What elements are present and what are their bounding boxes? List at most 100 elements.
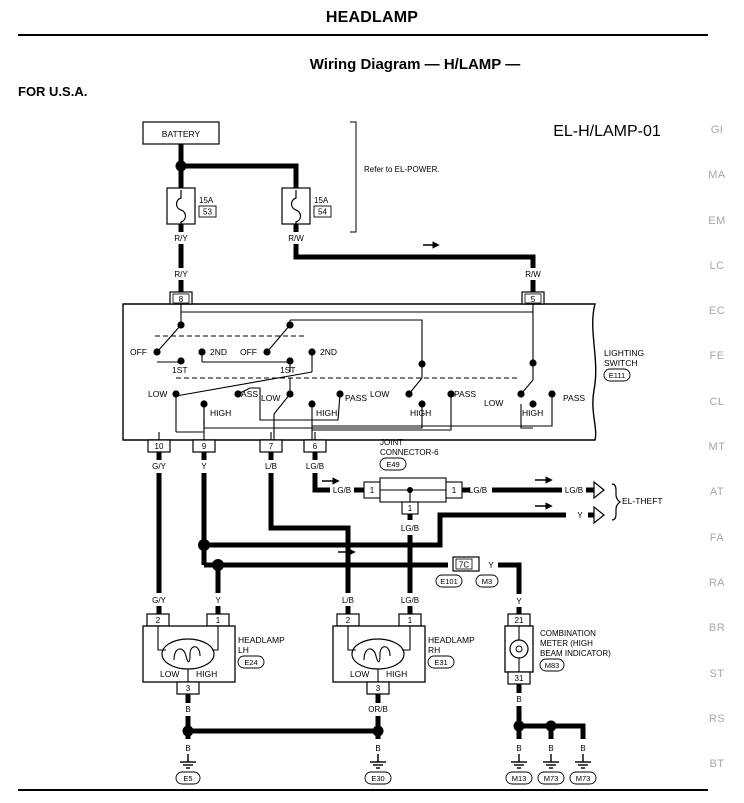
wire-l-b [268,473,351,593]
section-tab[interactable]: RS [708,712,726,725]
svg-text:6: 6 [313,442,318,451]
wire-label: LG/B [401,524,419,533]
ground-m13: M13 [512,774,527,783]
section-tab[interactable]: FE [709,350,725,363]
wire-label: Y [488,561,494,570]
section-tab[interactable]: MA [708,169,726,182]
theft-brace [611,483,621,521]
svg-text:LIGHTING: LIGHTING [604,348,644,358]
svg-text:RH: RH [428,645,440,655]
wire-label: B [185,744,190,753]
ground-e30: E30 [371,774,384,783]
wire-label: B [516,695,521,704]
wire-label: Y [577,511,583,520]
svg-text:M83: M83 [545,661,560,670]
power-note: Refer to EL-POWER. [364,165,440,174]
svg-text:3: 3 [186,684,191,693]
section-tab[interactable]: MT [708,441,726,454]
svg-text:HIGH: HIGH [196,669,217,679]
svg-text:1: 1 [216,616,221,625]
section-tab[interactable]: EC [708,305,726,318]
section-tabs: GI MA EM LC EC FE CL MT AT FA RA BR ST R… [700,124,734,803]
section-tab[interactable]: BT [709,758,725,771]
battery: BATTERY [142,121,220,145]
ground-symbol [575,754,591,769]
svg-text:E111: E111 [609,371,625,380]
wire-label: B [375,744,380,753]
connector-pin-8: 8 [169,291,193,305]
section-tab[interactable]: BR [708,622,726,635]
wire-label: L/B [265,462,277,471]
wire-label: R/W [525,270,541,279]
svg-text:21: 21 [515,616,524,625]
svg-text:7: 7 [269,442,274,451]
switch-position-labels: OFF 1ST 2ND OFF 1ST 2ND LOW HIGH PASS LO… [130,347,585,418]
fuse-53: 15A 53 [166,187,217,225]
section-tab[interactable]: AT [709,486,725,499]
ground-symbol [543,754,559,769]
wire-label: LG/B [469,486,487,495]
svg-text:E49: E49 [386,460,399,469]
svg-text:JOINT: JOINT [380,438,403,447]
section-tab[interactable]: EM [708,214,726,227]
connector-pin-9: 9 [192,439,216,453]
ground-symbol [370,761,386,769]
svg-text:1: 1 [370,486,375,495]
svg-text:BEAM INDICATOR): BEAM INDICATOR) [540,649,611,658]
lighting-switch-label: LIGHTING SWITCH E111 [603,348,644,382]
section-tab[interactable]: LC [709,259,725,272]
svg-text:9: 9 [202,442,207,451]
svg-text:2: 2 [346,616,351,625]
wire-label: R/Y [174,270,188,279]
wire-label: Y [516,597,522,606]
svg-text:7C: 7C [459,561,469,570]
theft-label: EL-THEFT [622,496,663,506]
ground-m73: M73 [544,774,559,783]
section-tab[interactable]: GI [710,124,724,136]
headlamp-rh: 2 1 LOW HIGH 3 HEADLAMP RH E31 [332,613,475,695]
svg-text:HIGH: HIGH [410,408,431,418]
wire-label: B [548,744,553,753]
svg-text:LH: LH [238,645,249,655]
wire-label: Y [201,462,207,471]
svg-text:SWITCH: SWITCH [604,358,638,368]
section-tab[interactable]: RA [708,576,726,589]
svg-text:15A: 15A [199,196,214,205]
svg-text:1: 1 [452,486,457,495]
svg-text:OFF: OFF [240,347,257,357]
svg-text:15A: 15A [314,196,329,205]
svg-text:COMBINATION: COMBINATION [540,629,596,638]
footer-rule [18,789,708,791]
svg-text:HEADLAMP: HEADLAMP [428,635,475,645]
wire-label: B [516,744,521,753]
connector-pin-5: 5 [521,291,545,305]
joint-connector-6: JOINT CONNECTOR-6 E49 1 1 1 [363,438,463,515]
svg-text:1: 1 [408,504,413,513]
section-tab[interactable]: ST [709,667,725,680]
region-label: FOR U.S.A. [18,84,88,99]
ground-symbol [511,754,527,769]
power-bracket [350,121,357,233]
section-tab[interactable]: FA [709,531,725,544]
wire-label: LG/B [306,462,324,471]
battery-label: BATTERY [162,129,201,139]
connector-pin-10: 10 [147,439,171,453]
connector-pin-6: 6 [303,439,327,453]
svg-text:3: 3 [376,684,381,693]
wire-label: B [580,744,585,753]
wire-label: G/Y [152,462,166,471]
section-tab[interactable]: CL [709,395,725,408]
svg-text:HEADLAMP: HEADLAMP [238,635,285,645]
svg-text:8: 8 [179,295,184,304]
diagram-code: EL-H/LAMP-01 [553,123,661,140]
wire-label: LG/B [565,486,583,495]
switch-contacts [153,321,556,408]
svg-text:PASS: PASS [563,393,585,403]
wire-label: G/Y [152,596,166,605]
arrow-to-theft [593,480,605,500]
wire-label: B [185,705,190,714]
svg-text:1ST: 1ST [280,365,296,375]
svg-text:HIGH: HIGH [386,669,407,679]
diagram-subtitle: Wiring Diagram — H/LAMP — [309,56,521,73]
